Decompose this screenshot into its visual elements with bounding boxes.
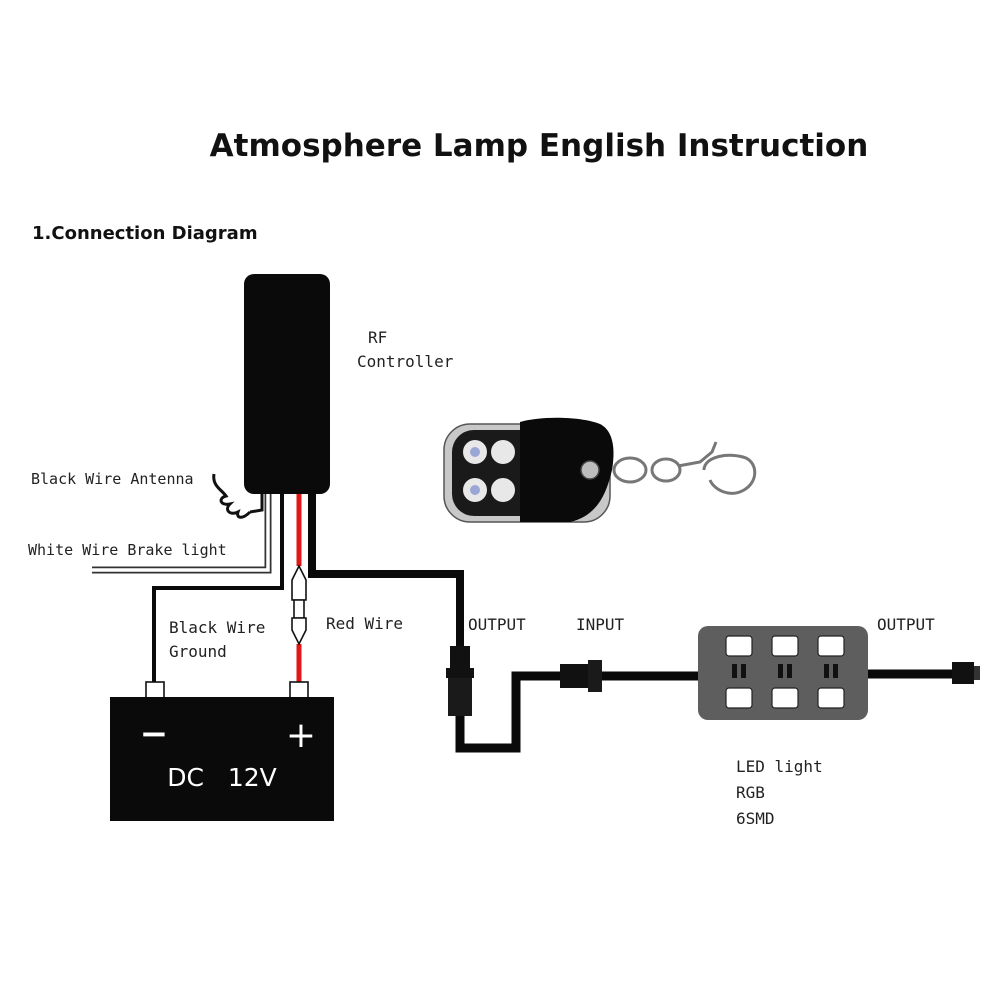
rf-controller-icon xyxy=(244,274,330,494)
page-title: Atmosphere Lamp English Instruction xyxy=(209,128,869,164)
red-wire-label: Red Wire xyxy=(326,614,404,633)
antenna-wire xyxy=(212,473,264,519)
inline-fuse-icon xyxy=(291,564,307,646)
led-label-line2: RGB xyxy=(736,783,765,802)
input-label: INPUT xyxy=(576,615,625,634)
output-wire xyxy=(308,494,464,648)
brake-light-wire xyxy=(92,494,272,574)
antenna-label: Black Wire Antenna xyxy=(31,470,194,488)
led-module-icon xyxy=(698,626,980,720)
battery-plus-label: + xyxy=(286,715,316,756)
brake-light-label: White Wire Brake light xyxy=(28,541,227,559)
battery-minus-label: − xyxy=(140,714,169,754)
led-label-line3: 6SMD xyxy=(736,809,775,828)
output-left-label: OUTPUT xyxy=(468,615,526,634)
battery-icon: − + DC 12V xyxy=(110,681,334,821)
ground-wire xyxy=(152,494,284,682)
rf-label-line1: RF xyxy=(368,328,388,347)
battery-voltage-label: DC 12V xyxy=(167,763,276,792)
output-right-label: OUTPUT xyxy=(877,615,935,634)
rf-label-line2: Controller xyxy=(357,352,454,371)
led-label-line1: LED light xyxy=(736,757,823,776)
ground-label-line1: Black Wire xyxy=(169,618,266,637)
connector-icon xyxy=(446,646,700,753)
ground-label-line2: Ground xyxy=(169,642,227,661)
remote-keyfob-icon xyxy=(443,417,757,523)
section-heading: 1.Connection Diagram xyxy=(32,223,258,244)
